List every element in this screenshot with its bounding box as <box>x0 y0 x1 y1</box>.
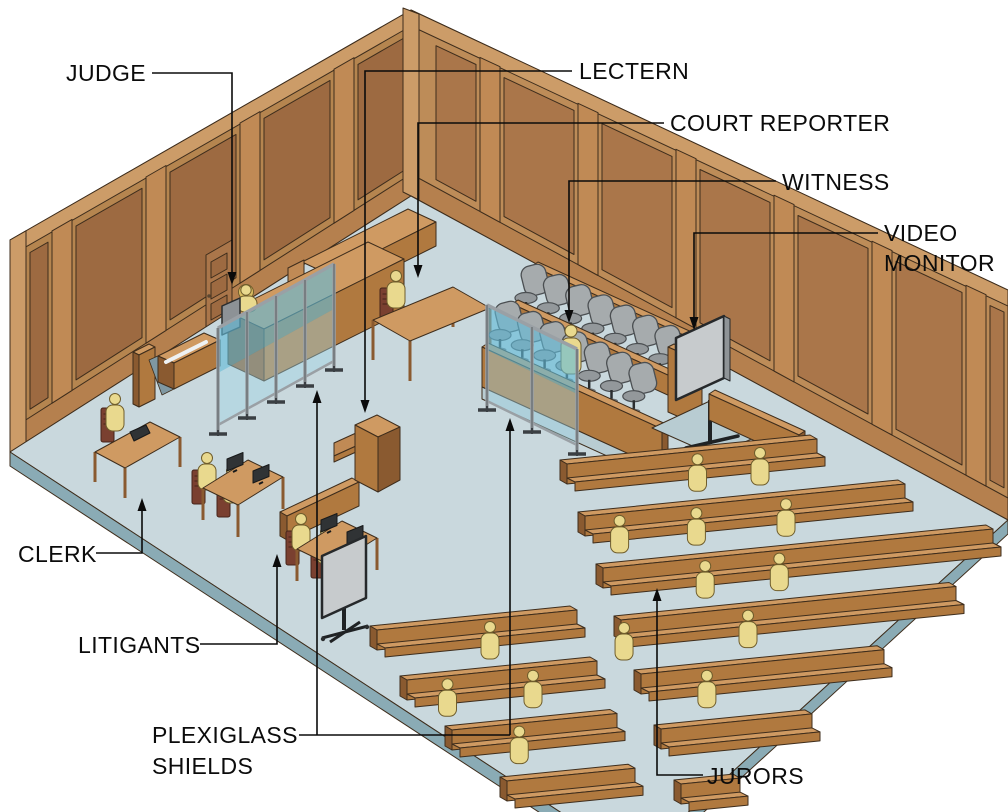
arrow-video-monitor <box>689 317 699 330</box>
label-plexiglass-line2: SHIELDS <box>152 753 253 779</box>
juror-figure <box>614 621 634 661</box>
leader-video-monitor <box>693 232 878 317</box>
juror-figure <box>523 669 543 709</box>
juror-figure <box>750 447 770 486</box>
arrow-judge <box>227 272 237 285</box>
plexiglass-shield-witness <box>478 303 586 456</box>
gallery-bench <box>613 582 965 648</box>
clerk-desk <box>93 393 182 498</box>
gallery-bench <box>653 709 821 757</box>
label-court-reporter: COURT REPORTER <box>670 110 890 136</box>
callout-layer: JUDGE LECTERN COURT REPORTER WITNESS VID… <box>18 58 995 789</box>
leader-judge <box>152 72 233 272</box>
label-lectern: LECTERN <box>579 58 689 84</box>
juror-figure <box>695 560 715 599</box>
room-scene <box>9 7 1008 812</box>
lectern <box>333 414 401 493</box>
leader-litigants <box>200 567 278 645</box>
leader-clerk <box>96 511 143 554</box>
plexiglass-shield-judge <box>209 262 343 436</box>
leader-lectern <box>364 70 572 400</box>
arrow-plexiglass-judge <box>312 390 322 403</box>
juror-figure <box>509 725 529 765</box>
gallery-bench <box>577 479 914 544</box>
leader-plexiglass-shields <box>299 403 511 736</box>
label-litigants: LITIGANTS <box>78 632 200 658</box>
arrow-lectern <box>360 400 370 413</box>
arrow-clerk <box>137 498 147 511</box>
arrow-witness <box>564 310 574 323</box>
gallery-right-bank <box>559 434 1002 812</box>
gallery-bench <box>673 773 749 812</box>
evidence-display <box>320 534 370 644</box>
leader-court-reporter <box>417 122 664 265</box>
label-video-monitor-line2: MONITOR <box>884 250 995 276</box>
arrow-litigants <box>272 554 282 567</box>
label-clerk: CLERK <box>18 541 97 567</box>
juror-figure <box>697 669 717 709</box>
juror-figure <box>438 678 457 717</box>
litigants-table-1 <box>191 452 285 537</box>
juror-figure <box>480 621 500 660</box>
clerk-laptop <box>129 424 151 442</box>
gallery-bench <box>499 763 644 809</box>
juror-figure <box>686 507 706 546</box>
label-jurors: JURORS <box>707 763 804 789</box>
label-plexiglass-line1: PLEXIGLASS <box>152 722 298 748</box>
arrow-plexiglass-witness <box>505 418 515 431</box>
gallery-bench <box>444 709 626 758</box>
leader-witness <box>568 180 776 310</box>
leader-jurors <box>656 601 703 776</box>
juror-figure <box>769 552 789 592</box>
juror-figure <box>738 609 758 649</box>
arrow-court-reporter <box>413 265 423 278</box>
label-video-monitor-line1: VIDEO <box>884 220 958 246</box>
arrow-jurors <box>652 588 662 601</box>
juror-figure <box>776 498 796 537</box>
juror-figure <box>688 453 707 492</box>
label-witness: WITNESS <box>782 169 890 195</box>
juror-figure <box>610 514 630 554</box>
label-judge: JUDGE <box>66 60 146 86</box>
